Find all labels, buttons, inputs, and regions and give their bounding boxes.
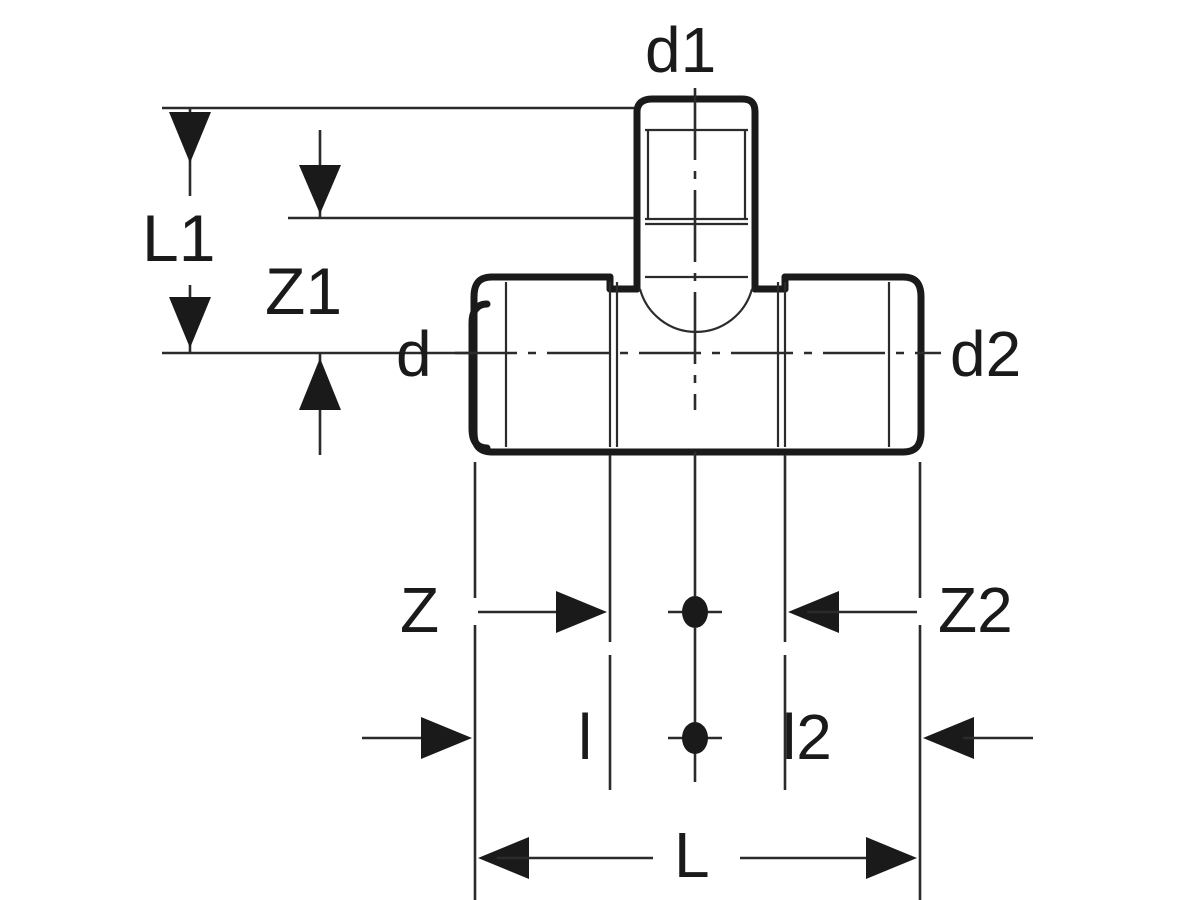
label-L1: L1	[142, 201, 216, 275]
label-l: l	[578, 701, 593, 773]
lower-extension-lines	[473, 452, 922, 900]
label-d2: d2	[950, 318, 1022, 390]
branch-press-collar	[633, 95, 759, 116]
label-Z: Z	[400, 574, 440, 646]
Z1-arrow-up	[299, 358, 341, 410]
L-arrow-right	[866, 837, 917, 879]
label-Z1: Z1	[265, 254, 343, 328]
L-dimension-row	[478, 837, 917, 879]
center-dot-l	[682, 722, 708, 754]
fitting-body-outline	[468, 95, 925, 456]
label-l2: l2	[782, 701, 832, 773]
centerlines	[455, 88, 941, 410]
l2-arrow-left	[923, 717, 974, 759]
label-d: d	[396, 318, 432, 390]
label-Z2: Z2	[938, 574, 1013, 646]
Z1-arrow-down	[299, 165, 341, 214]
upper-left-dimension-group	[162, 106, 634, 455]
center-dot-Z	[682, 596, 708, 628]
label-d1: d1	[645, 14, 717, 86]
label-L: L	[674, 819, 710, 891]
right-collar-bead	[899, 273, 925, 456]
L1-arrow-up	[169, 112, 211, 163]
Z-arrow-right	[556, 591, 607, 633]
l-dimension-row	[362, 717, 1033, 759]
Z-dimension-row	[478, 591, 917, 633]
l-arrow-right	[421, 717, 472, 759]
L1-arrow-down	[169, 297, 211, 348]
left-collar-bead	[470, 273, 496, 456]
